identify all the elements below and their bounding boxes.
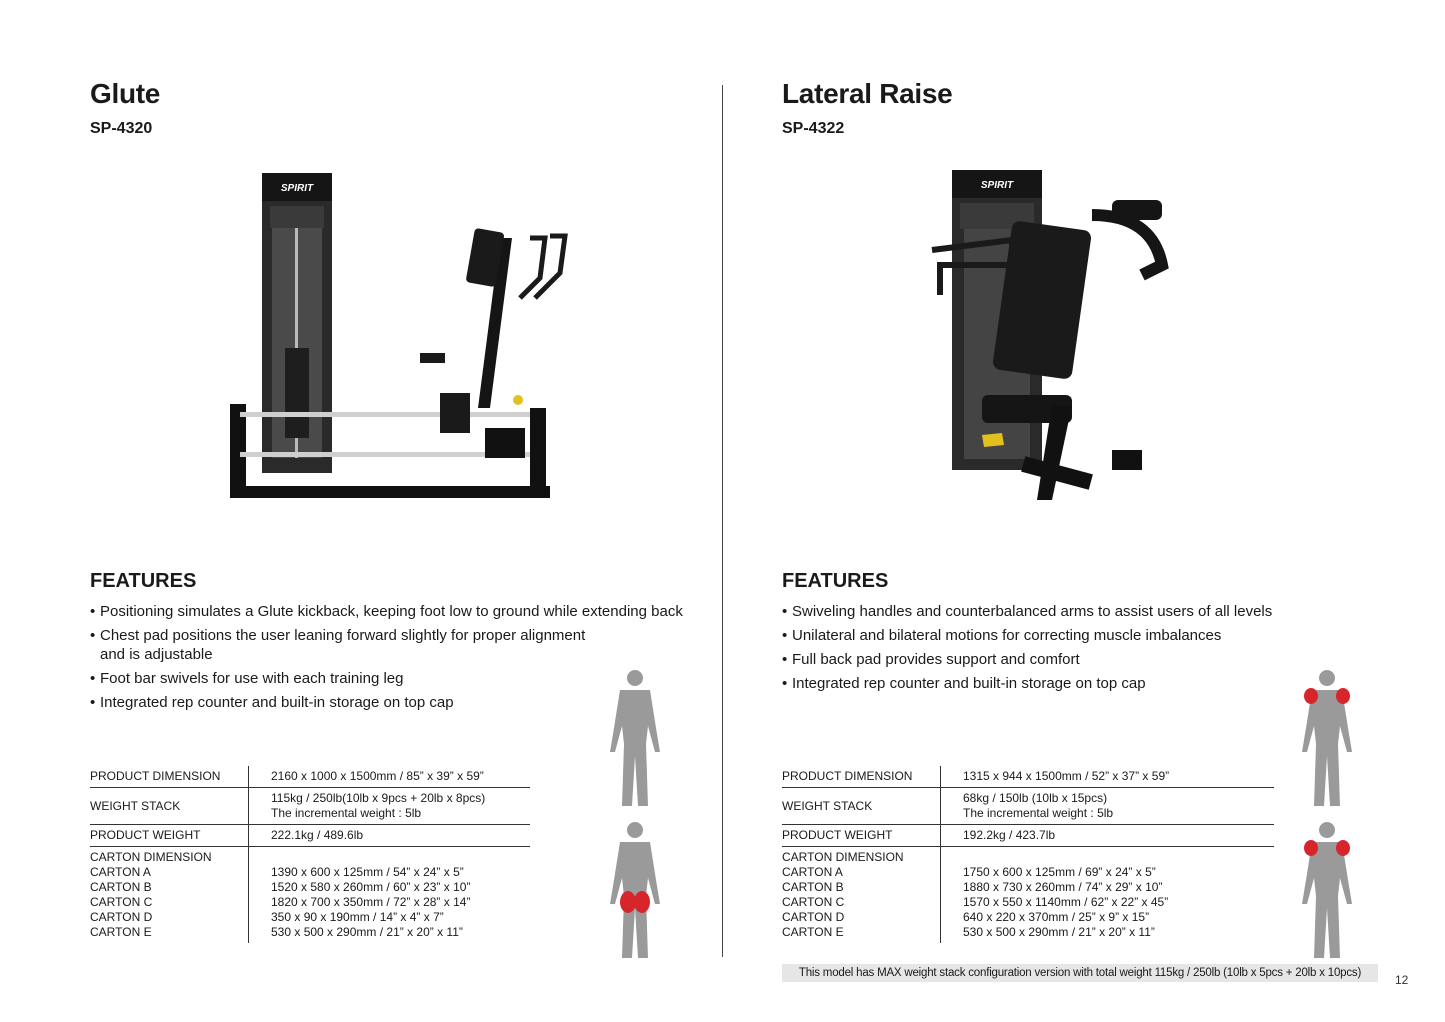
spec-value: 2160 x 1000 x 1500mm / 85” x 39” x 59” — [248, 766, 530, 788]
muscle-back-figure — [1302, 822, 1352, 958]
feature-item: Integrated rep counter and built-in stor… — [90, 693, 683, 712]
shoulder-highlight — [1304, 840, 1318, 856]
features-list: Positioning simulates a Glute kickback, … — [90, 602, 683, 717]
spec-label: PRODUCT DIMENSION — [782, 766, 941, 788]
product-glute: Glute SP-4320 SPIRIT FEATURES Positionin… — [90, 0, 710, 1022]
spec-label: PRODUCT WEIGHT — [90, 824, 249, 847]
product-model: SP-4320 — [90, 120, 153, 137]
spec-label: WEIGHT STACK — [90, 787, 249, 825]
spec-value: 1750 x 600 x 125mm / 69” x 24” x 5” 1880… — [963, 865, 1169, 939]
spec-value: 1315 x 944 x 1500mm / 52” x 37” x 59” — [940, 766, 1274, 788]
spec-value: 222.1kg / 489.6lb — [248, 824, 530, 847]
spec-label: PRODUCT WEIGHT — [782, 824, 941, 847]
feature-item: Full back pad provides support and comfo… — [782, 650, 1272, 669]
brand-logo: SPIRIT — [981, 180, 1014, 191]
spec-label: CARTON DIMENSION CARTON A CARTON B CARTO… — [90, 846, 249, 943]
feature-item: Swiveling handles and counterbalanced ar… — [782, 602, 1272, 621]
brand-logo: SPIRIT — [281, 183, 314, 194]
spec-value: 115kg / 250lb(10lb x 9pcs + 20lb x 8pcs)… — [248, 787, 530, 825]
product-model: SP-4322 — [782, 120, 845, 137]
shoulder-highlight — [1304, 688, 1318, 704]
spec-value: 192.2kg / 423.7lb — [940, 824, 1274, 847]
features-heading: FEATURES — [90, 570, 197, 592]
product-title: Glute — [90, 78, 161, 109]
muscle-front-figure — [610, 670, 660, 806]
glute-highlight — [620, 891, 636, 913]
feature-item: Unilateral and bilateral motions for cor… — [782, 626, 1272, 645]
product-lateral-raise: Lateral Raise SP-4322 SPIRIT FEATURES Sw… — [782, 0, 1402, 1022]
spec-label: WEIGHT STACK — [782, 787, 941, 825]
lateral-raise-machine-image: SPIRIT — [931, 170, 1169, 500]
max-weight-note: This model has MAX weight stack configur… — [782, 964, 1378, 982]
spec-value: 1390 x 600 x 125mm / 54” x 24” x 5” 1520… — [271, 865, 471, 939]
spec-value: 68kg / 150lb (10lb x 15pcs) The incremen… — [940, 787, 1274, 825]
column-divider — [722, 85, 723, 957]
feature-item: Chest pad positions the user leaning for… — [90, 626, 683, 664]
spec-label: PRODUCT DIMENSION — [90, 766, 249, 788]
muscle-back-figure — [610, 822, 660, 958]
spec-table: PRODUCT DIMENSION 1315 x 944 x 1500mm / … — [782, 766, 1274, 943]
page-number: 12 — [1395, 973, 1409, 987]
feature-item: Integrated rep counter and built-in stor… — [782, 674, 1272, 693]
spec-label: CARTON DIMENSION CARTON A CARTON B CARTO… — [782, 846, 941, 943]
feature-item: Positioning simulates a Glute kickback, … — [90, 602, 683, 621]
glute-machine-image: SPIRIT — [230, 173, 568, 498]
feature-item: Foot bar swivels for use with each train… — [90, 669, 683, 688]
spec-table: PRODUCT DIMENSION 2160 x 1000 x 1500mm /… — [90, 766, 530, 943]
features-heading: FEATURES — [782, 570, 889, 592]
product-title: Lateral Raise — [782, 78, 953, 109]
muscle-front-figure — [1302, 670, 1352, 806]
features-list: Swiveling handles and counterbalanced ar… — [782, 602, 1272, 698]
